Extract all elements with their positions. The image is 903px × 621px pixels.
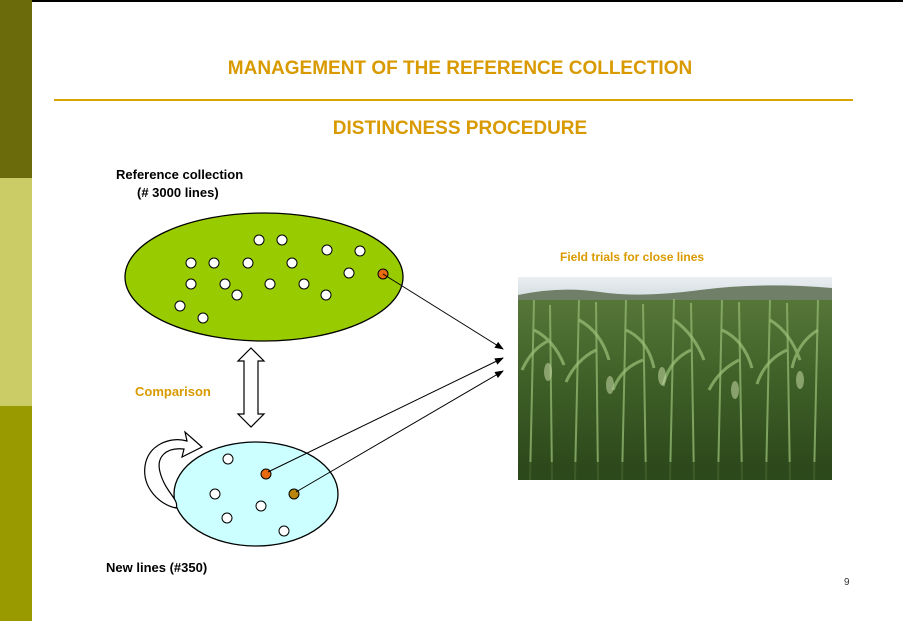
- new-lines-label: New lines (#350): [106, 560, 208, 575]
- cornfield-photo: [518, 277, 832, 481]
- feedback-curved-arrow-icon: [144, 430, 204, 509]
- line-dot: [197, 312, 209, 324]
- line-dot: [231, 289, 243, 301]
- line-dot: [354, 245, 366, 257]
- line-dot: [278, 525, 290, 537]
- arrow-newline-orange-to-field: [267, 357, 504, 473]
- field-trials-label: Field trials for close lines: [560, 250, 705, 264]
- line-dot: [276, 234, 288, 246]
- arrow-reference-to-field: [382, 273, 504, 350]
- line-dot: [253, 234, 265, 246]
- reference-collection-label: Reference collection: [116, 167, 244, 182]
- line-dot: [185, 278, 197, 290]
- close-line-dot-brown: [288, 488, 300, 500]
- sidebar-band: [0, 0, 32, 621]
- reference-line-dots: [174, 234, 366, 324]
- new-line-dots: [209, 453, 290, 537]
- line-dot: [255, 500, 267, 512]
- line-dot: [286, 257, 298, 269]
- arrow-newline-brown-to-field: [295, 370, 504, 493]
- line-dot: [222, 453, 234, 465]
- sidebar-band-middle: [0, 178, 32, 406]
- line-dot: [320, 289, 332, 301]
- sidebar-band-top: [0, 0, 32, 178]
- line-dot: [185, 257, 197, 269]
- sidebar-band-bottom: [0, 406, 32, 621]
- comparison-label: Comparison: [135, 384, 211, 399]
- page-number: 9: [844, 577, 850, 588]
- title-divider: [54, 99, 853, 101]
- line-dot: [219, 278, 231, 290]
- slide-title: MANAGEMENT OF THE REFERENCE COLLECTION: [227, 58, 693, 79]
- comparison-double-arrow: [236, 347, 266, 428]
- line-dot: [209, 488, 221, 500]
- line-dot: [221, 512, 233, 524]
- reference-count-label: (# 3000 lines): [137, 185, 219, 200]
- close-line-dot-orange: [260, 468, 272, 480]
- reference-collection-ellipse: [124, 212, 404, 342]
- line-dot: [242, 257, 254, 269]
- line-dot: [208, 257, 220, 269]
- line-dot: [298, 278, 310, 290]
- line-dot: [264, 278, 276, 290]
- line-dot: [343, 267, 355, 279]
- slide-subtitle: DISTINCNESS PROCEDURE: [332, 118, 588, 139]
- line-dot: [174, 300, 186, 312]
- line-dot: [321, 244, 333, 256]
- new-lines-ellipse: [173, 441, 339, 547]
